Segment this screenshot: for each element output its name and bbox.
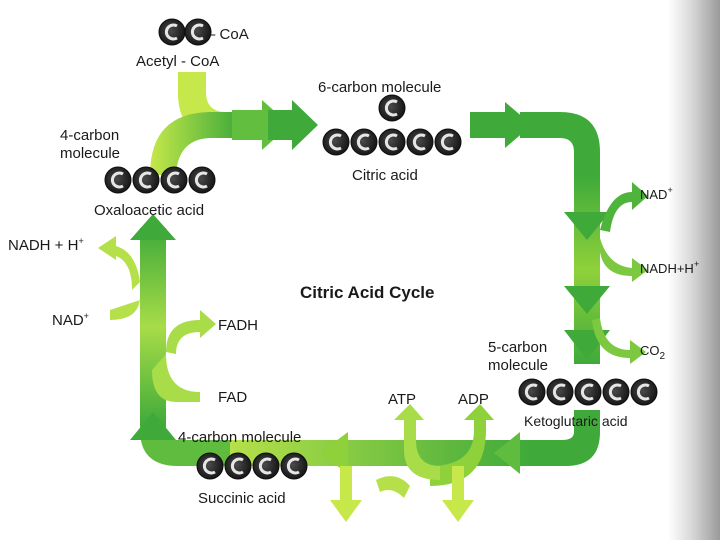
arrow-atp [394, 404, 440, 480]
carbon-highlight [412, 133, 426, 151]
arrow-nad-left [110, 296, 140, 320]
ketoglutaric-acid-label: Ketoglutaric acid [524, 413, 628, 429]
carbon-atom [518, 378, 546, 406]
succinic-acid-label: Succinic acid [198, 490, 286, 507]
arrow-from-citric [470, 102, 532, 148]
carbon-highlight [164, 23, 178, 41]
citric-header: 6-carbon molecule [318, 79, 441, 96]
carbon-highlight [608, 383, 622, 401]
carbon-atom [196, 452, 224, 480]
arrow-nadh-right [600, 238, 648, 282]
carbon-highlight [230, 457, 244, 475]
arrow-fad [152, 354, 200, 402]
carbon-highlight [190, 23, 204, 41]
coa-group-label: – CoA [207, 26, 249, 43]
carbon-highlight [194, 171, 208, 189]
citric-acid-label: Citric acid [352, 167, 418, 184]
carbon-highlight [636, 383, 650, 401]
nadh-right-label: NADH+H+ [640, 259, 699, 276]
carbon-atom [350, 128, 378, 156]
carbon-highlight [202, 457, 216, 475]
ketoglutaric-header-2: molecule [488, 357, 548, 374]
carbon-highlight [384, 99, 398, 117]
page-edge [668, 0, 720, 540]
carbon-atom [378, 94, 406, 122]
succinic-header: 4-carbon molecule [178, 429, 301, 446]
ketoglutaric-carbons [518, 378, 658, 406]
arrow-co2 [592, 318, 646, 364]
cycle-arrows [98, 72, 648, 522]
oxaloacetic-header-1: 4-carbon [60, 127, 119, 144]
carbon-atom [252, 452, 280, 480]
succinic-carbons [196, 452, 308, 480]
arrow-top-left-curve [150, 112, 240, 175]
carbon-atom [104, 166, 132, 194]
acetyl-coa-carbons [158, 18, 212, 46]
nad-right-label: NAD+ [640, 185, 673, 202]
nad-left-label: NAD+ [52, 311, 89, 329]
carbon-atom [434, 128, 462, 156]
atp-label: ATP [388, 391, 416, 408]
carbon-atom [602, 378, 630, 406]
carbon-atom [158, 18, 186, 46]
arrow-nadh-left [98, 236, 140, 290]
carbon-atom [184, 18, 212, 46]
carbon-atom [188, 166, 216, 194]
oxaloacetic-acid-label: Oxaloacetic acid [94, 202, 204, 219]
carbon-atom [160, 166, 188, 194]
fadh-label: FADH [218, 317, 258, 334]
carbon-atom [280, 452, 308, 480]
citric-carbons [322, 94, 462, 156]
co2-label: CO2 [640, 343, 666, 362]
nadh-left-label: NADH + H+ [8, 236, 84, 254]
oxaloacetic-header-2: molecule [60, 145, 120, 162]
carbon-atom [574, 378, 602, 406]
carbon-atom [322, 128, 350, 156]
carbon-highlight [166, 171, 180, 189]
diagram-title: Citric Acid Cycle [300, 283, 434, 302]
arrow-adp [430, 404, 494, 486]
carbon-highlight [110, 171, 124, 189]
carbon-highlight [138, 171, 152, 189]
ketoglutaric-header-1: 5-carbon [488, 339, 547, 356]
carbon-highlight [440, 133, 454, 151]
carbon-atom [224, 452, 252, 480]
carbon-highlight [552, 383, 566, 401]
carbon-highlight [286, 457, 300, 475]
carbon-atom [406, 128, 434, 156]
carbon-highlight [356, 133, 370, 151]
adp-label: ADP [458, 391, 489, 408]
arrow-fadh [166, 310, 216, 354]
carbon-highlight [258, 457, 272, 475]
fad-label: FAD [218, 389, 247, 406]
carbon-atom [378, 128, 406, 156]
carbon-highlight [328, 133, 342, 151]
carbon-atom [546, 378, 574, 406]
carbon-highlight [580, 383, 594, 401]
carbon-highlight [384, 133, 398, 151]
oxaloacetic-carbons [104, 166, 216, 194]
arrow-nad-right [600, 182, 648, 232]
carbon-highlight [524, 383, 538, 401]
carbon-atom [630, 378, 658, 406]
acetyl-coa-label: Acetyl - CoA [136, 53, 219, 70]
carbon-atom [132, 166, 160, 194]
